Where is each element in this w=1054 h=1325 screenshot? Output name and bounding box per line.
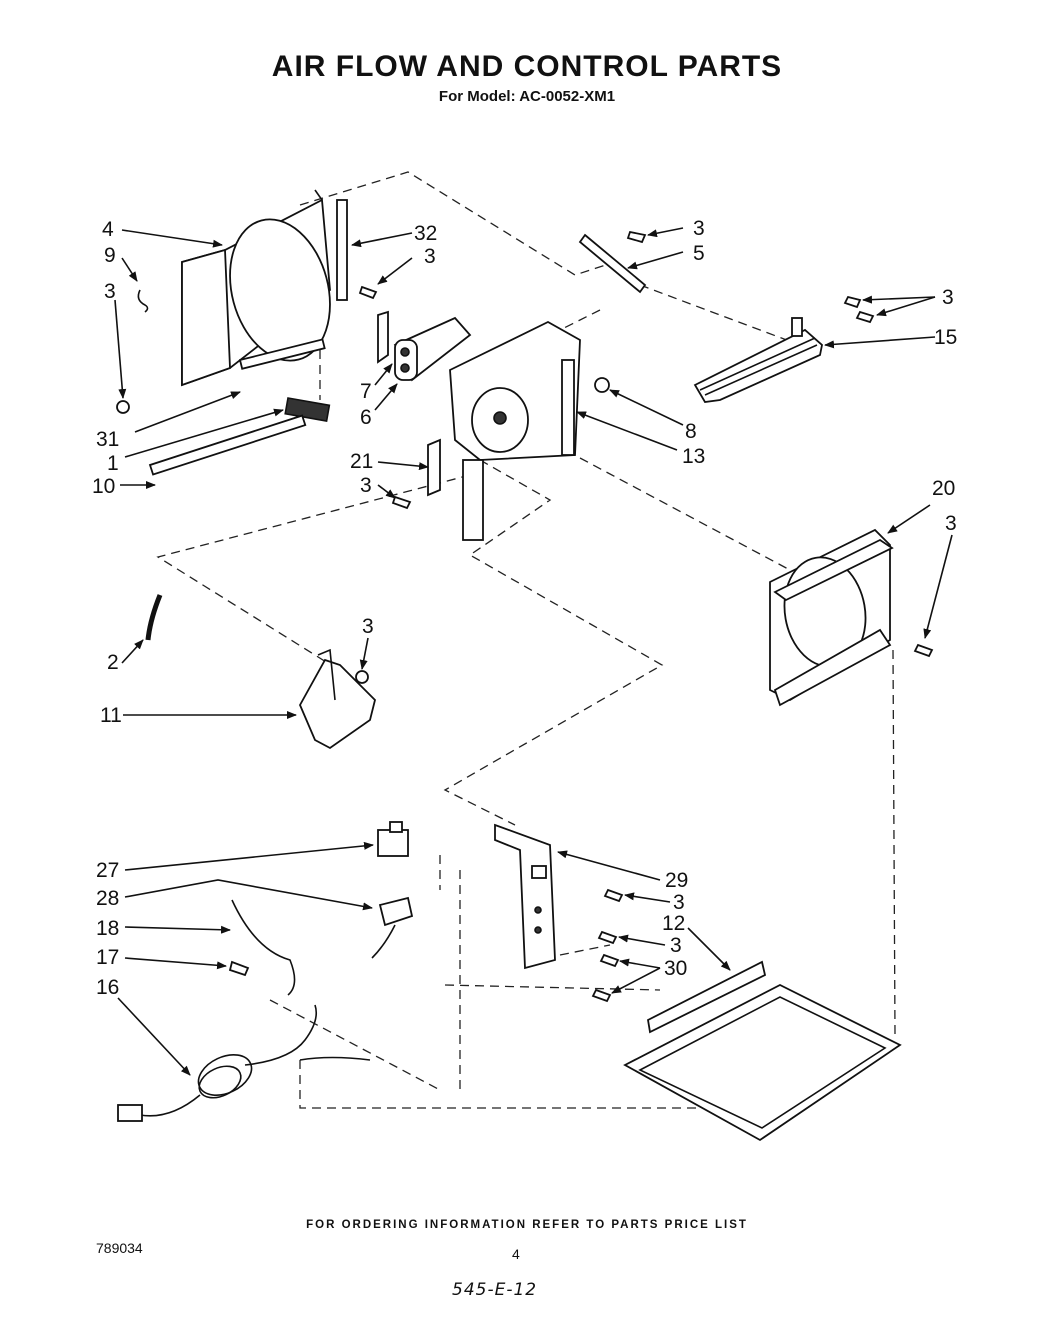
callout-3: 3 [693,217,705,240]
callout-32: 32 [414,222,437,245]
callout-3: 3 [424,245,436,268]
page-number: 4 [512,1246,520,1262]
callout-6: 6 [360,406,372,429]
callout-3: 3 [104,280,116,303]
model-subtitle: For Model: AC-0052-XM1 [438,88,616,105]
callout-31: 31 [96,428,119,451]
part-21-bracket [427,438,441,497]
part-31-strip [238,338,326,370]
part-13-blower-housing [449,320,581,541]
part-29-control-plate [494,823,556,970]
leader-lines [114,227,953,1076]
callout-3: 3 [945,512,957,535]
part-17-screw [228,960,250,977]
part-15-grille [693,317,823,403]
assembly-dashed-lines [156,171,896,1109]
part-16-power-cord [117,1004,371,1122]
callout-16: 16 [96,976,119,999]
callout-29: 29 [665,869,688,892]
callout-3: 3 [942,286,954,309]
part-20-orifice-panel [769,528,894,707]
callout-10: 10 [92,475,115,498]
callout-13: 13 [682,445,705,468]
callout-28: 28 [96,887,119,910]
document-number: 789034 [96,1240,143,1256]
part-4-fan-shroud [181,189,331,387]
callout-2: 2 [107,651,119,674]
callout-3: 3 [673,891,685,914]
callout-3: 3 [362,615,374,638]
callout-3: 3 [360,474,372,497]
part-6-capacitor [393,316,472,382]
part-12-base-pan [623,960,902,1142]
part-1-seal-block [284,397,331,422]
callout-21: 21 [350,450,373,473]
callout-4: 4 [102,218,114,241]
ordering-note: FOR ORDERING INFORMATION REFER TO PARTS … [306,1219,748,1231]
callout-11: 11 [100,704,122,727]
part-8-nut [594,377,610,393]
callout-15: 15 [934,326,957,349]
callout-1: 1 [107,452,119,475]
callout-12: 12 [662,912,685,935]
part-18-ground-wire [231,899,296,996]
part-9-clip [137,289,149,313]
part-28-thermostat [371,896,414,959]
part-32-seal-strip [336,199,348,301]
callout-labels: 4 32 9 3 3 3 5 3 15 7 6 8 31 1 13 10 21 … [92,217,957,999]
screws [116,230,934,1003]
callout-30: 30 [664,957,687,980]
part-2-tube [145,594,163,641]
part-5-bracket [578,233,647,294]
callout-9: 9 [104,244,116,267]
page-title: AIR FLOW AND CONTROL PARTS [271,50,783,83]
handwritten-note: 545-E-12 [452,1280,538,1300]
callout-3: 3 [670,934,682,957]
callout-8: 8 [685,420,697,443]
callout-27: 27 [96,859,119,882]
callout-17: 17 [96,946,119,969]
part-7-capacitor-bracket [377,310,389,364]
callout-18: 18 [96,917,119,940]
callout-5: 5 [693,242,705,265]
callout-20: 20 [932,477,955,500]
part-11-control-bracket [298,648,376,750]
callout-7: 7 [360,380,372,403]
part-27-switch [377,821,409,857]
part-10-long-strip [148,414,307,476]
